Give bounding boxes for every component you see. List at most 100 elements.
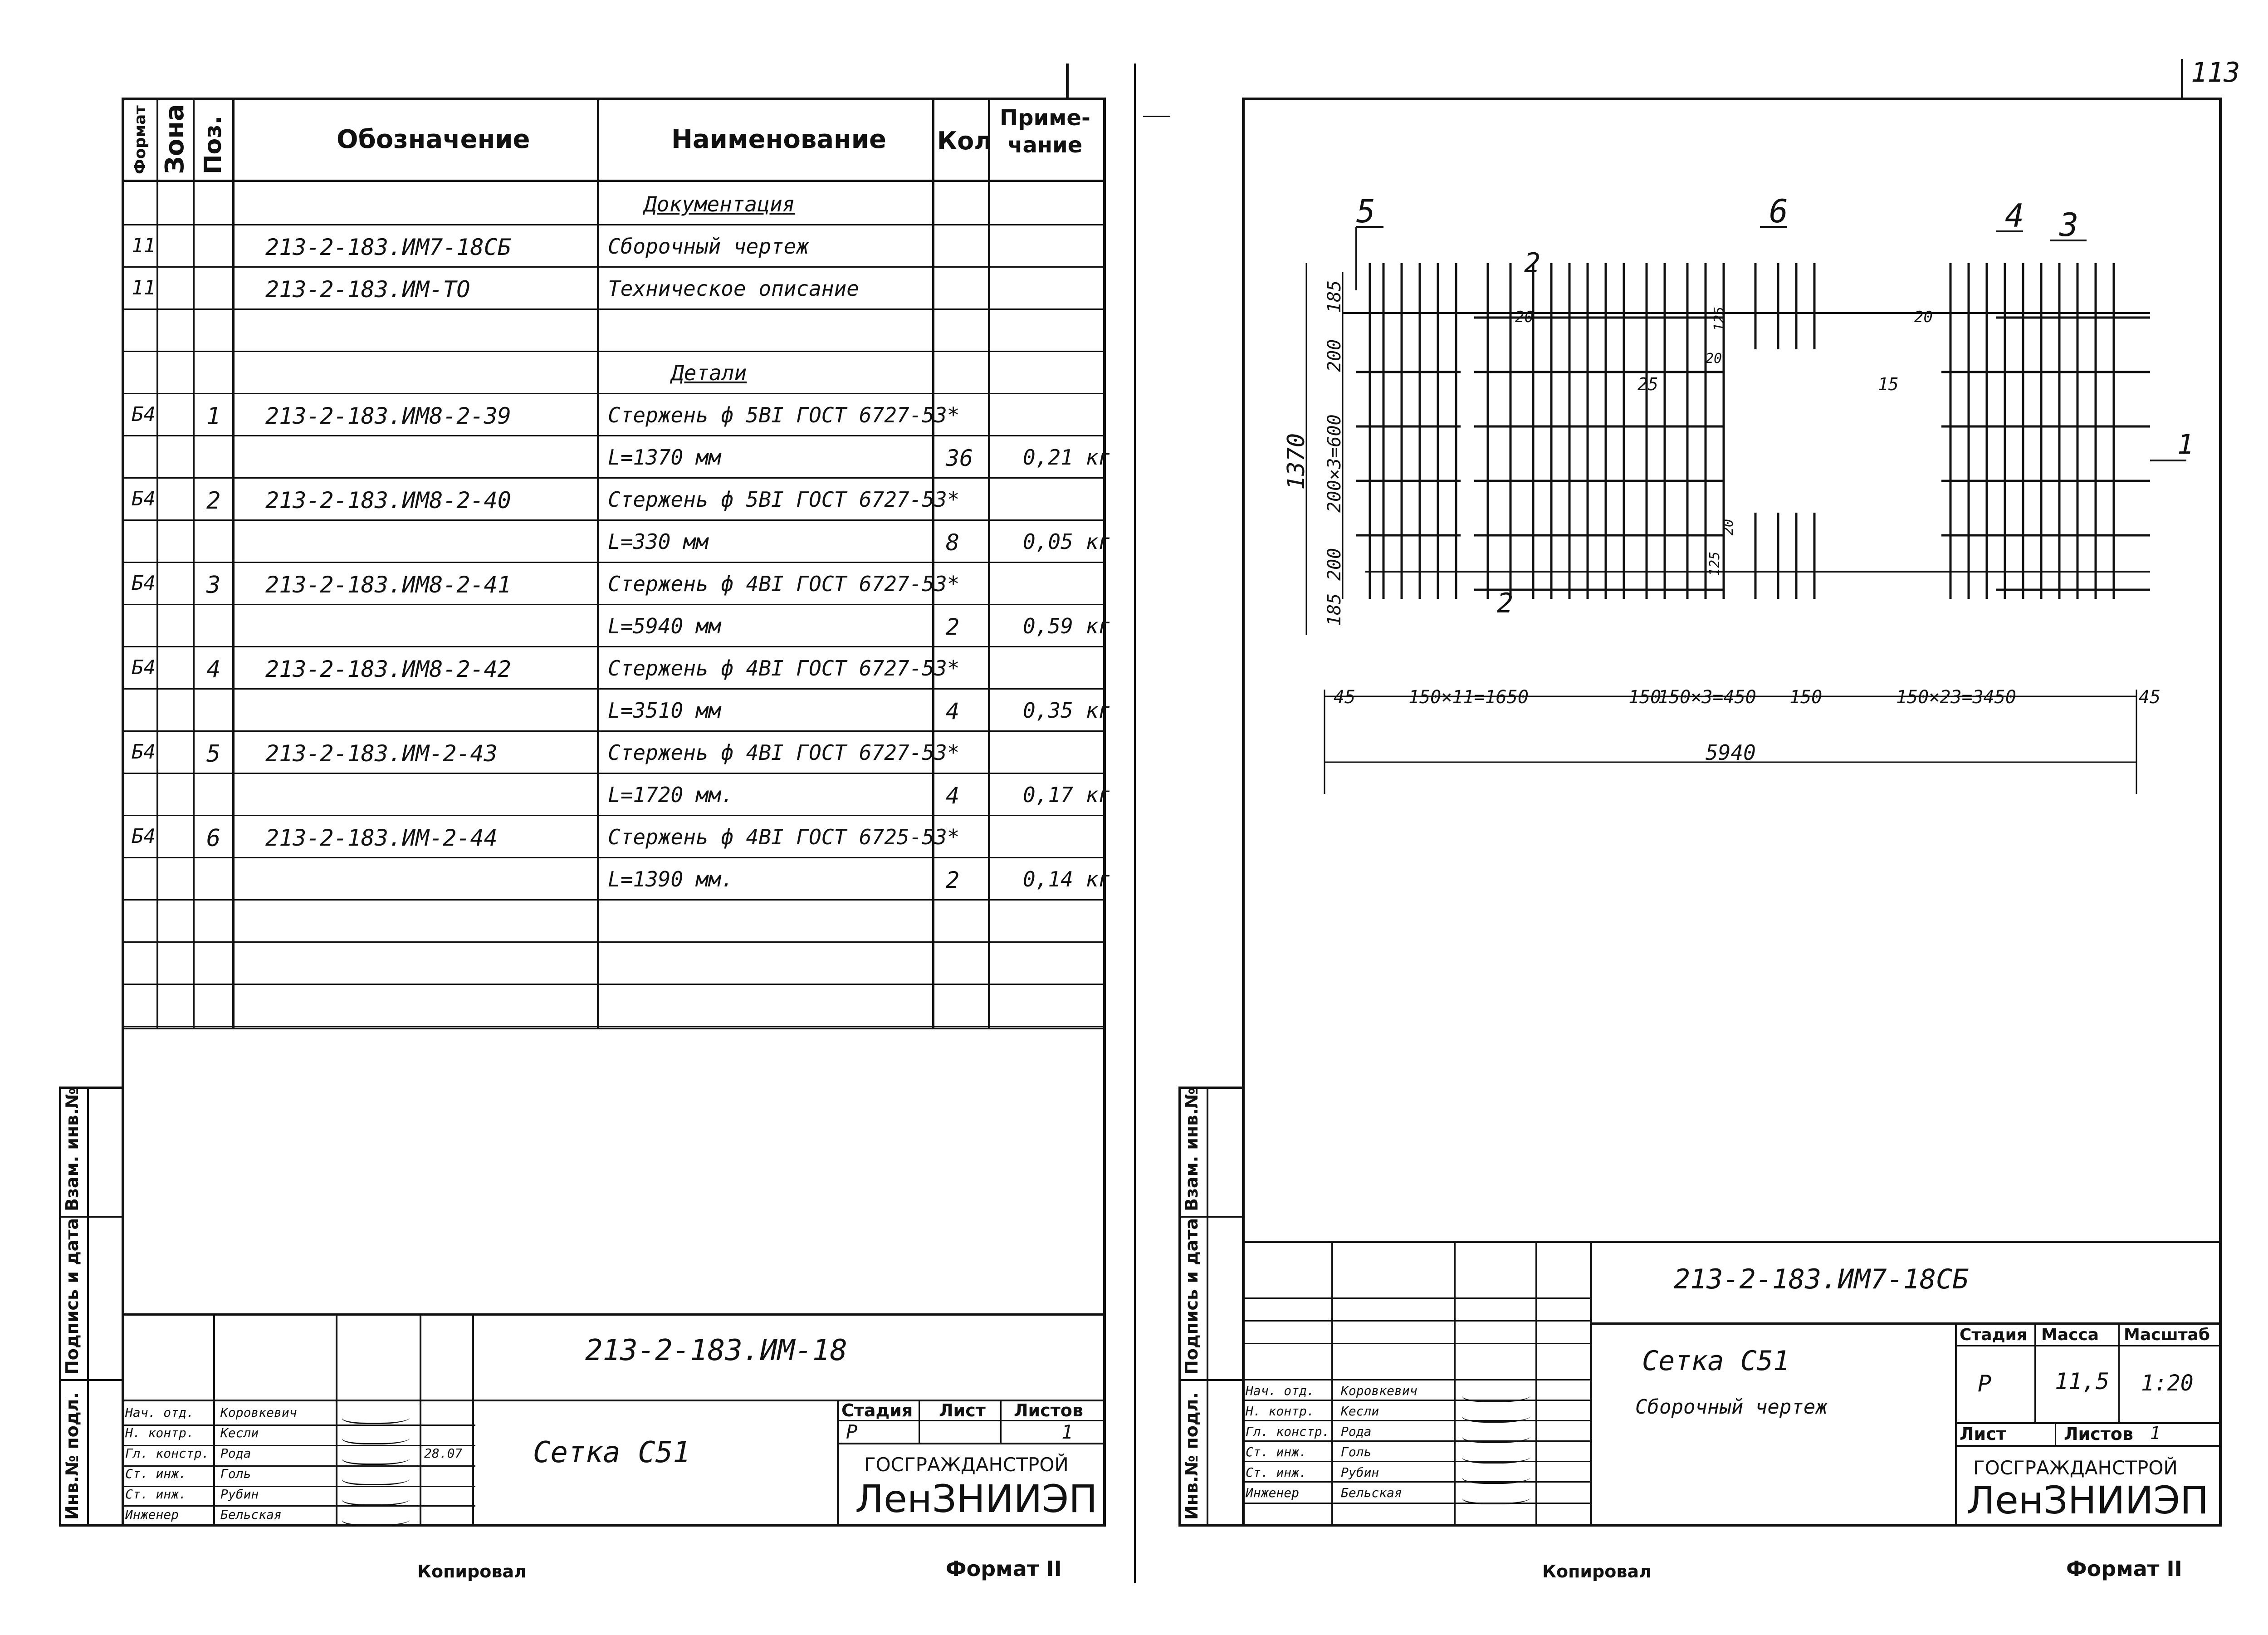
- drawing-label: 4: [2005, 197, 2024, 235]
- stamp-sheet-label: Лист: [1960, 1424, 2006, 1444]
- row-pos: 4: [206, 656, 221, 683]
- stamp-doc-code: 213-2-183.ИМ7-18СБ: [1674, 1263, 1969, 1295]
- stamp-person-name: Коровкевич: [1341, 1383, 1418, 1398]
- row-note: 0,35 кг: [1023, 698, 1111, 723]
- stamp-stage-label: Стадия: [1960, 1326, 2027, 1344]
- stamp-sheet-label: Лист: [939, 1400, 986, 1420]
- row-designation: 213-2-183.ИМ-ТО: [265, 276, 470, 303]
- header-format: Формат: [131, 105, 149, 174]
- row-name: L=1370 мм: [608, 445, 721, 470]
- stamp-person-name: Голь: [220, 1466, 251, 1481]
- drawing-label: 5: [1356, 193, 1375, 230]
- row-format: Б4: [132, 656, 156, 679]
- signature: [339, 1429, 415, 1444]
- side-label-sign-date: Подпись и дата: [1182, 1218, 1202, 1375]
- drawing-label: 150×11=1650: [1408, 687, 1529, 708]
- row-format: Б4: [132, 403, 156, 426]
- side-label-inv-podl: Инв.№ подл.: [62, 1392, 82, 1520]
- stamp-org2: ЛенЗНИИЭП: [1966, 1478, 2209, 1522]
- drawing-label: 20: [1706, 351, 1722, 367]
- drawing-label: 125: [1711, 307, 1727, 331]
- stamp-org2: ЛенЗНИИЭП: [855, 1477, 1098, 1521]
- drawing-label: 150×23=3450: [1896, 687, 2016, 708]
- footer-copy: Копировал: [417, 1562, 527, 1581]
- stamp-person-name: Бельская: [220, 1507, 282, 1522]
- row-name: Стержень ф 4ВI ГОСТ 6727-53*: [608, 656, 960, 680]
- header-designation: Обозначение: [337, 125, 530, 154]
- drawing-label: 20: [1515, 308, 1534, 326]
- table-row-line: [122, 351, 1106, 352]
- stamp-person-role: Н. контр.: [1246, 1404, 1315, 1419]
- stamp-person-role: Ст. инж.: [125, 1487, 186, 1502]
- stamp-title: Сетка С51: [1642, 1345, 1790, 1377]
- side-label-sign-date: Подпись и дата: [62, 1218, 82, 1375]
- stamp-person-name: Кесли: [1341, 1404, 1379, 1419]
- table-row-line: [122, 562, 1106, 563]
- row-name: Стержень ф 4ВI ГОСТ 6727-53*: [608, 572, 960, 596]
- stamp-stage-label: Стадия: [841, 1400, 913, 1420]
- drawing-label: 45: [1334, 687, 1355, 708]
- table-row-line: [122, 688, 1106, 690]
- stamp-person-name: Голь: [1341, 1444, 1372, 1459]
- drawing-label: 125: [1707, 552, 1723, 576]
- drawing-label: 5940: [1706, 740, 1756, 765]
- stamp-person-role: Инженер: [1246, 1485, 1300, 1500]
- row-name: Стержень ф 5ВI ГОСТ 6727-53*: [608, 487, 960, 512]
- drawing-label: 1370: [1283, 433, 1310, 490]
- fold-line: [1134, 64, 1136, 1583]
- drawing-label: 20: [1914, 308, 1933, 326]
- stamp-person-name: Рубин: [1341, 1465, 1379, 1480]
- table-row-line: [122, 308, 1106, 310]
- row-name: Детали: [671, 361, 747, 385]
- stamp-org1: ГОСГРАЖДАНСТРОЙ: [1973, 1457, 2178, 1479]
- fold-tick: [1143, 116, 1170, 117]
- drawing-label: 15: [1878, 374, 1899, 394]
- stamp-title: Сетка С51: [533, 1436, 690, 1469]
- row-qty: 4: [946, 698, 960, 724]
- row-qty: 2: [946, 867, 960, 893]
- table-row-line: [122, 393, 1106, 394]
- signature: [339, 1449, 415, 1465]
- stamp-person-name: Бельская: [1341, 1485, 1402, 1500]
- drawing-label: 200: [1324, 339, 1345, 372]
- row-format: Б4: [132, 572, 156, 595]
- row-qty: 4: [946, 783, 960, 809]
- stamp-person-role: Гл. констр.: [1246, 1424, 1330, 1439]
- stamp-stage: Р: [1978, 1371, 1992, 1397]
- header-pos: Поз.: [200, 115, 227, 174]
- table-row-line: [122, 604, 1106, 605]
- row-name: Сборочный чертеж: [608, 234, 809, 259]
- row-designation: 213-2-183.ИМ-2-43: [265, 740, 498, 767]
- drawing-label: 45: [2139, 687, 2160, 708]
- row-pos: 1: [206, 403, 221, 430]
- row-designation: 213-2-183.ИМ8-2-40: [265, 487, 511, 514]
- row-format: 11: [132, 234, 156, 257]
- stamp-person-role: Инженер: [125, 1507, 179, 1522]
- stamp-scale-label: Масштаб: [2124, 1326, 2210, 1344]
- drawing-label: 2: [1497, 587, 1513, 619]
- stamp-mass-label: Масса: [2041, 1326, 2099, 1344]
- header-qty: Кол: [937, 127, 992, 155]
- stamp-person-role: Нач. отд.: [125, 1405, 194, 1420]
- stamp-org1: ГОСГРАЖДАНСТРОЙ: [864, 1454, 1069, 1476]
- row-name: Документация: [644, 192, 795, 216]
- row-note: 0,59 кг: [1023, 614, 1111, 638]
- stamp-sheets: 1: [2150, 1423, 2160, 1443]
- stamp-sheets-label: Листов: [2064, 1424, 2133, 1444]
- stamp-subtitle: Сборочный чертеж: [1635, 1395, 1828, 1419]
- drawing-label: 1: [2177, 429, 2194, 460]
- drawing-label: 6: [1769, 193, 1788, 230]
- table-row-line: [122, 899, 1106, 901]
- mesh-opening: [1742, 349, 1923, 513]
- row-name: Стержень ф 4ВI ГОСТ 6725-53*: [608, 825, 960, 849]
- stamp-person-date: 28.07: [424, 1446, 463, 1461]
- row-designation: 213-2-183.ИМ7-18СБ: [265, 234, 511, 260]
- header-zone: Зона: [160, 104, 190, 174]
- stamp-person-name: Рубин: [220, 1487, 259, 1502]
- row-name: L=1390 мм.: [608, 867, 733, 891]
- row-qty: 36: [946, 445, 973, 471]
- stamp-person-role: Ст. инж.: [1246, 1444, 1307, 1459]
- footer-copy: Копировал: [1542, 1562, 1652, 1581]
- page-number: 113: [2191, 57, 2240, 88]
- drawing-label: 2: [1524, 247, 1540, 279]
